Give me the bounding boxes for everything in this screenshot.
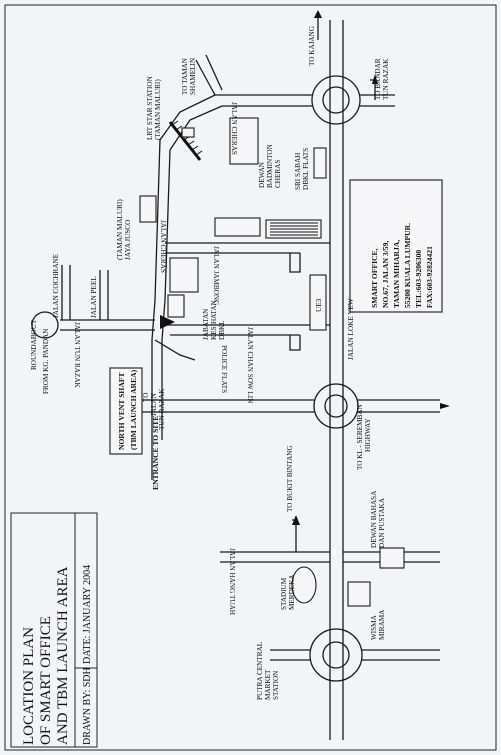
svg-text:LRT STAR STATION: LRT STAR STATION (146, 75, 154, 140)
jabatan-building (169, 257, 199, 293)
sri-sabah-building (313, 147, 327, 179)
svg-text:TO KAJANG: TO KAJANG (308, 26, 316, 66)
arrow-to-kajang (314, 10, 322, 18)
svg-text:WISMA: WISMA (370, 614, 378, 640)
svg-text:TO KL - SEREMBAN: TO KL - SEREMBAN (356, 404, 364, 470)
drawn-by: DRAWN BY: SDH (82, 667, 93, 745)
roundabout-top (311, 75, 361, 125)
svg-text:DBKL FLATS: DBKL FLATS (302, 148, 310, 190)
svg-text:MARKET: MARKET (264, 669, 272, 700)
title-line2: OF SMART OFFICE (38, 616, 54, 745)
svg-text:SRI SABAH: SRI SABAH (294, 153, 302, 190)
title-line3: AND TBM LAUNCH AREA (55, 566, 71, 745)
svg-text:ROUNDABOUT: ROUNDABOUT (30, 319, 38, 370)
svg-text:JALAN CHERAS: JALAN CHERAS (230, 102, 238, 155)
lrt-station-box (181, 127, 195, 138)
svg-text:DAN PUSTAKA: DAN PUSTAKA (378, 497, 386, 548)
svg-text:(TAMAN MALURI): (TAMAN MALURI) (154, 79, 162, 140)
svg-text:TAMAN MIHARJA,: TAMAN MIHARJA, (392, 240, 401, 308)
title-line1: LOCATION PLAN (21, 627, 37, 745)
lrt-track (168, 121, 202, 161)
svg-text:ENTRANCE TO SITE: ENTRANCE TO SITE (151, 416, 160, 490)
svg-text:JALAN CHERAS: JALAN CHERAS (159, 220, 167, 273)
svg-text:JAYA JUSCO: JAYA JUSCO (124, 220, 132, 260)
entrance-arrow (160, 315, 175, 329)
svg-text:STADIUM: STADIUM (280, 577, 288, 610)
roundabout-left (31, 311, 59, 339)
arrow-to-bandar-tun-razak (372, 74, 378, 84)
svg-text:TO BUKIT BINTANG: TO BUKIT BINTANG (286, 445, 294, 512)
title-block (10, 512, 98, 748)
svg-text:SHAMELIN: SHAMELIN (189, 57, 197, 95)
svg-text:JALAN CHAN SOW LIN: JALAN CHAN SOW LIN (246, 327, 254, 404)
svg-text:TO BANDAR: TO BANDAR (374, 58, 382, 100)
svg-text:MERDEKA: MERDEKA (288, 574, 296, 610)
svg-text:SMART OFFICE,: SMART OFFICE, (370, 248, 379, 308)
svg-text:KESIHATAN: KESIHATAN (210, 299, 218, 340)
dewan-bahasa-building (379, 547, 405, 569)
map-border (4, 4, 497, 751)
svg-text:CHERAS: CHERAS (274, 160, 282, 188)
dewan-badminton-building (229, 117, 259, 165)
svg-text:JALAN LOKE YEW: JALAN LOKE YEW (347, 298, 355, 360)
svg-text:55200 KUALA LUMPUR.: 55200 KUALA LUMPUR. (403, 223, 412, 308)
roundabout-bottom (309, 628, 363, 682)
svg-text:TUN RAZAK: TUN RAZAK (158, 388, 166, 430)
svg-text:JABATAN: JABATAN (202, 308, 210, 340)
svg-text:NORTH VENT SHAFT: NORTH VENT SHAFT (117, 372, 126, 450)
svg-text:HIGHWAY: HIGHWAY (364, 418, 372, 452)
svg-text:JALAN PEEL: JALAN PEEL (90, 276, 98, 318)
svg-text:NO.67, JALAN 3/59,: NO.67, JALAN 3/59, (381, 241, 390, 308)
svg-text:POLICE FLATS: POLICE FLATS (220, 345, 228, 393)
svg-text:JALAN JAMBONG: JALAN JAMBONG (212, 246, 220, 305)
roundabout-middle (313, 383, 359, 429)
arrow-to-kl-seremban (440, 403, 450, 409)
svg-text:JALAN HANG TUAH: JALAN HANG TUAH (228, 548, 236, 615)
svg-text:STATION: STATION (272, 670, 280, 700)
svg-text:TUN RAZAK: TUN RAZAK (382, 58, 390, 100)
svg-text:FAX:603-92824421: FAX:603-92824421 (425, 246, 434, 308)
svg-text:BADMINTON: BADMINTON (266, 143, 274, 188)
svg-text:TO TAMAN: TO TAMAN (181, 57, 189, 95)
svg-text:TO: TO (142, 393, 150, 402)
jaya-jusco-building (139, 195, 157, 223)
svg-text:FROM KG. PANDAN: FROM KG. PANDAN (42, 328, 50, 394)
ue3-building (309, 274, 327, 331)
svg-text:PUTRA CENTRAL: PUTRA CENTRAL (256, 642, 264, 700)
svg-text:DEWAN: DEWAN (258, 161, 266, 188)
svg-text:(TBM LAUNCH AREA): (TBM LAUNCH AREA) (129, 369, 138, 450)
svg-text:TEL:603-9206300: TEL:603-9206300 (414, 250, 423, 308)
svg-text:JALAN: JALAN (150, 392, 158, 416)
svg-text:(TAMAN MALURI): (TAMAN MALURI) (116, 199, 124, 260)
svg-text:UE3: UE3 (315, 298, 323, 312)
svg-text:DBKL: DBKL (218, 320, 226, 340)
stadium-merdeka (291, 566, 317, 604)
date-text: DATE: JANUARY 2004 (82, 565, 93, 664)
svg-text:MIRAMA: MIRAMA (378, 609, 386, 640)
wisma-mirama-building (347, 581, 371, 607)
smart-office-info-box (349, 179, 443, 313)
svg-text:DEWAN BAHASA: DEWAN BAHASA (370, 490, 378, 548)
svg-text:JALAN COCHRANE: JALAN COCHRANE (52, 253, 60, 318)
north-vent-shaft-box (109, 367, 143, 455)
svg-text:JALAN TUN RAZAK: JALAN TUN RAZAK (73, 322, 81, 389)
